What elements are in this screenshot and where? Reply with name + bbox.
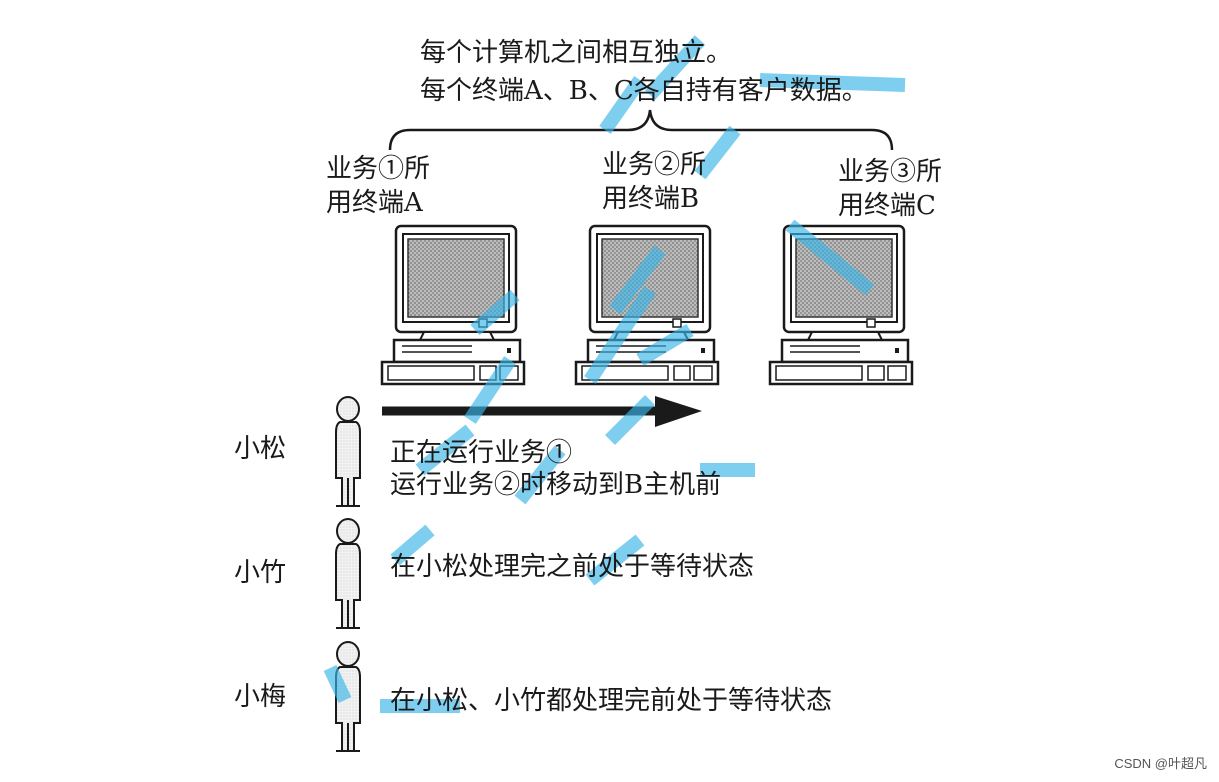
person-name-xiaosong: 小松 xyxy=(234,434,287,464)
move-arrow-head xyxy=(655,396,702,427)
header-line-1: 每个计算机之间相互独立。 xyxy=(420,38,733,68)
watermark-overlay xyxy=(323,35,906,713)
brace xyxy=(388,109,894,151)
terminal-b-label-line-2: 用终端B xyxy=(602,184,700,214)
csdn-watermark: CSDN @叶超凡 xyxy=(1114,756,1207,771)
person-xiaosong xyxy=(335,396,361,507)
person-name-xiaomei: 小梅 xyxy=(234,682,287,712)
person-xiaozhu xyxy=(335,518,361,629)
terminal-c-computer xyxy=(768,224,914,386)
xiaosong-desc-line-1: 正在运行业务① xyxy=(390,438,573,468)
terminal-a-label-line-2: 用终端A xyxy=(326,188,423,218)
terminal-c-label-line-2: 用终端C xyxy=(838,191,936,221)
person-name-xiaozhu: 小竹 xyxy=(234,558,287,588)
terminal-a-label-line-1: 业务①所 xyxy=(326,154,431,184)
xiaosong-desc-line-2: 运行业务②时移动到B主机前 xyxy=(390,470,722,500)
xiaomei-desc: 在小松、小竹都处理完前处于等待状态 xyxy=(390,686,833,716)
xiaozhu-desc: 在小松处理完之前处于等待状态 xyxy=(390,552,755,582)
terminal-c-label-line-1: 业务③所 xyxy=(838,157,943,187)
terminal-b-label-line-1: 业务②所 xyxy=(602,150,707,180)
header-line-2: 每个终端A、B、C各自持有客户数据。 xyxy=(420,76,868,106)
